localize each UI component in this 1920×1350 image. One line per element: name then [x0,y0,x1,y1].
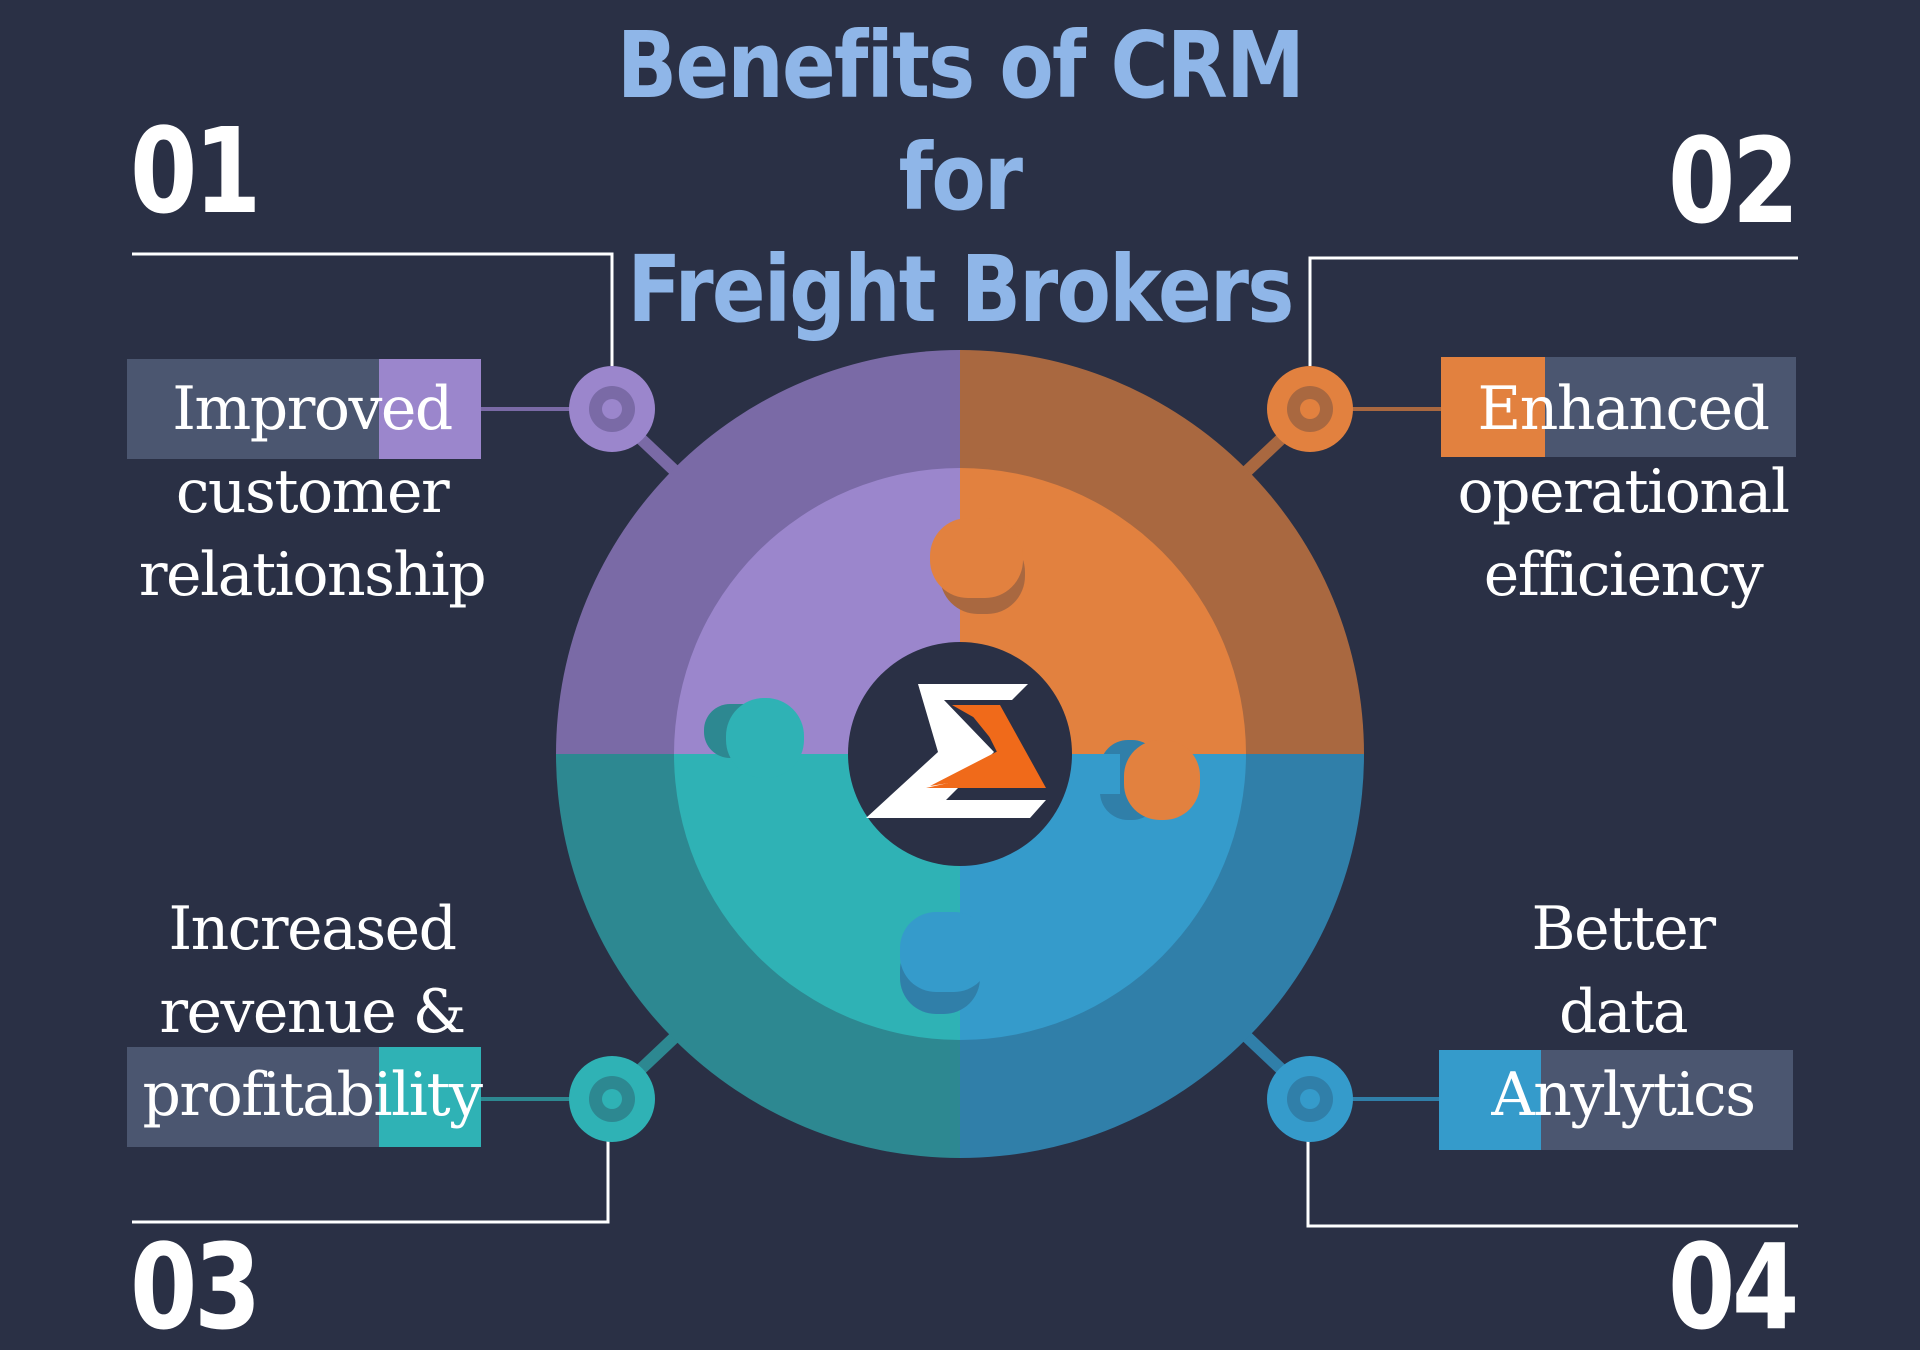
benefit-04-line-3: Anylytics [1491,1060,1756,1130]
benefit-label-04: Better data Anylytics [1418,888,1828,1137]
benefit-02-line-2: operational [1457,457,1790,527]
label-accent-01 [379,359,481,459]
benefit-02-line-1: Enhanced [1477,374,1770,444]
benefit-number-02: 02 [1668,112,1799,250]
title-line-2: Freight Brokers [627,236,1294,343]
connector-diagonal-01 [635,433,681,477]
puzzle-tab-teal [726,698,804,778]
benefit-label-03: Increased revenue & profitability [112,888,512,1137]
benefit-04-line-2: data [1558,977,1689,1047]
label-bar-03 [127,1047,481,1147]
connector-diagonal-04 [1241,1031,1287,1075]
puzzle-tab-orange [930,518,1023,598]
label-accent-04 [1439,1050,1541,1150]
node-circle-02 [1267,366,1353,452]
connector-diagonal-02 [1241,433,1287,477]
benefit-number-04: 04 [1668,1218,1799,1350]
benefit-01-line-3: relationship [138,540,487,610]
benefit-label-02: Enhanced operational efficiency [1418,368,1828,617]
node-circle-04 [1267,1056,1353,1142]
label-accent-02 [1441,357,1545,457]
connector-line-03 [132,1140,610,1224]
puzzle-tab-blue-fill [1100,754,1120,794]
benefit-03-line-2: revenue & [159,977,466,1047]
puzzle-tab-blue [900,912,990,992]
label-accent-03 [379,1047,481,1147]
node-circle-03 [569,1056,655,1142]
label-bar-04 [1439,1050,1793,1150]
benefit-03-line-1: Increased [168,894,457,964]
label-bar-02 [1441,357,1796,457]
benefit-04-line-1: Better [1531,894,1716,964]
benefit-02-line-3: efficiency [1483,540,1764,610]
connector-line-02 [1308,256,1798,366]
benefit-01-line-1: Improved [172,374,453,444]
benefit-number-03: 03 [130,1218,261,1350]
page-title: Benefits of CRM for Freight Brokers [616,10,1305,346]
sigma-logo-icon [848,642,1072,866]
title-line-1: Benefits of CRM for [616,12,1305,231]
benefit-03-line-3: profitability [142,1060,483,1130]
connector-diagonal-03 [635,1031,681,1075]
benefit-number-01: 01 [130,102,261,240]
label-bar-01 [127,359,481,459]
puzzle-tab-orange-down [1124,740,1200,820]
connector-line-04 [1306,1140,1798,1228]
node-circle-01 [569,366,655,452]
connector-line-01 [132,252,614,366]
benefit-label-01: Improved customer relationship [112,368,512,617]
benefit-01-line-2: customer [175,457,450,527]
